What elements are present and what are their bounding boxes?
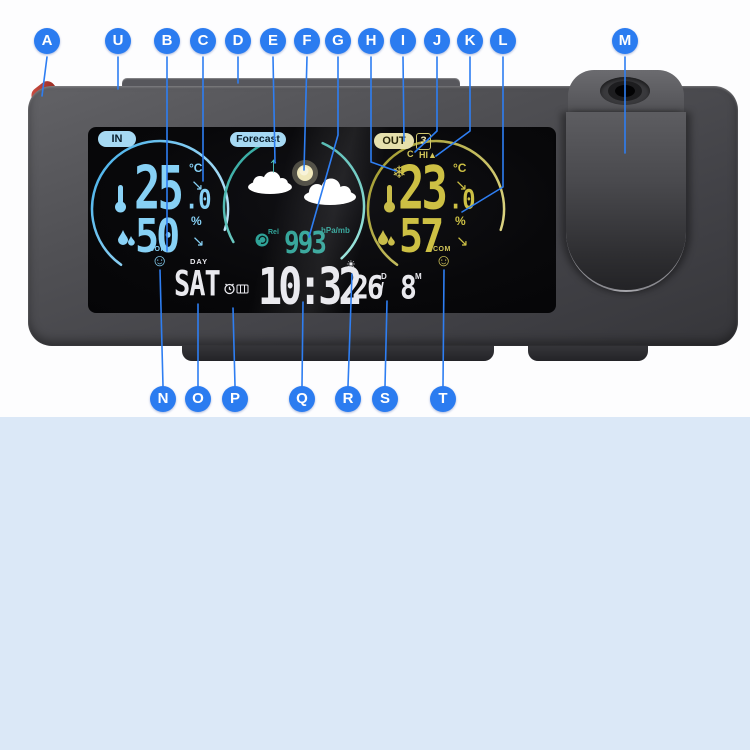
projection-arm: [566, 112, 686, 292]
pressure-unit: hPa/mb: [321, 226, 350, 235]
callout-c: C: [190, 28, 216, 54]
callout-q: Q: [289, 386, 315, 412]
cloud-icon: [304, 178, 356, 205]
indoor-comfort-label: COM: [149, 246, 167, 253]
callout-p: P: [222, 386, 248, 412]
projection-lens-icon: [600, 77, 650, 105]
pressure-rel-label: Rel: [268, 229, 279, 236]
callout-r: R: [335, 386, 361, 412]
auto-backlight-bar-icon: [236, 284, 249, 294]
callout-h: H: [358, 28, 384, 54]
callout-a: A: [34, 28, 60, 54]
outdoor-comfort-label: COM: [433, 246, 451, 253]
callout-m: M: [612, 28, 638, 54]
auto-backlight-icon: ☀: [346, 259, 356, 271]
legend-panel: A:Backlight adjustment knob B:Indoor tem…: [0, 417, 750, 750]
outdoor-section-arc: [366, 139, 506, 279]
indoor-humidity-unit: %: [191, 214, 202, 228]
callout-o: O: [185, 386, 211, 412]
ice-alert-snowflake-icon: ❄: [392, 163, 407, 182]
device-foot-right: [528, 342, 648, 361]
outdoor-humidity-trend-icon: ↘: [456, 233, 469, 250]
outdoor-thermometer-icon: [384, 185, 395, 213]
callout-t: T: [430, 386, 456, 412]
callout-i: I: [390, 28, 416, 54]
indoor-humidity-drops-icon: [118, 230, 135, 246]
date-separator: /: [380, 279, 384, 295]
callout-e: E: [260, 28, 286, 54]
outdoor-badge: OUT: [374, 133, 414, 149]
pressure-rel-icon: [255, 233, 269, 247]
device-foot-left: [182, 342, 494, 361]
month-suffix: M: [415, 272, 422, 281]
day-of-week-value: SAT: [174, 264, 221, 305]
indoor-temperature-value: 25: [134, 154, 184, 224]
indoor-badge: IN: [98, 131, 136, 147]
forecast-section-arc: [222, 135, 366, 279]
outdoor-temperature-value: 23: [398, 154, 448, 224]
indoor-comfort-smiley-icon: ☺: [151, 251, 169, 270]
sun-icon: [292, 160, 318, 186]
outdoor-temperature-decimal: .0: [449, 185, 476, 216]
lcd-screen: IN 25 .0 °C ↘ 50 % ↘ COM ☺ Forecast ↑ Re…: [88, 127, 556, 313]
callout-g: G: [325, 28, 351, 54]
time-value: 10:32: [258, 258, 362, 313]
indoor-thermometer-icon: [115, 185, 126, 213]
outdoor-humidity-unit: %: [455, 214, 466, 228]
lcd-graphics: [90, 135, 506, 295]
indoor-section-arc: [90, 139, 230, 279]
callout-s: S: [372, 386, 398, 412]
month-value: 8: [400, 268, 417, 307]
sensor-channel-number: 3: [416, 133, 431, 150]
callout-j: J: [424, 28, 450, 54]
callout-f: F: [294, 28, 320, 54]
outdoor-temperature-trend-icon: ↘: [455, 177, 468, 194]
pressure-value: 993: [284, 226, 327, 262]
pressure-trend-arrow-icon: ↑: [268, 152, 279, 177]
date-suffix: D: [381, 272, 387, 281]
indoor-temperature-unit: °C: [189, 161, 203, 175]
outdoor-humidity-drops-icon: [378, 230, 395, 246]
indoor-temperature-decimal: .0: [185, 185, 212, 216]
sensor-temperature-alert-label: HI▲: [419, 150, 437, 160]
date-value: 26: [352, 268, 384, 307]
cloud-icon: [248, 171, 292, 194]
callout-u: U: [105, 28, 131, 54]
projection-window: [568, 70, 684, 118]
outdoor-humidity-value: 57: [399, 210, 444, 264]
callout-l: L: [490, 28, 516, 54]
indoor-humidity-value: 50: [135, 210, 180, 264]
outdoor-comfort-smiley-icon: ☺: [435, 251, 453, 270]
callout-d: D: [225, 28, 251, 54]
forecast-badge: Forecast: [230, 132, 286, 147]
alarm-on-icon: [224, 283, 235, 295]
alert-triangle-icon: ▲: [428, 150, 437, 160]
indoor-humidity-trend-icon: ↘: [192, 233, 205, 250]
callout-n: N: [150, 386, 176, 412]
indoor-temperature-trend-icon: ↘: [191, 177, 204, 194]
outdoor-temperature-unit: °C: [453, 161, 467, 175]
sensor-low-battery-icon: C: [407, 149, 414, 159]
day-label: DAY: [190, 257, 209, 266]
callout-k: K: [457, 28, 483, 54]
callout-b: B: [154, 28, 180, 54]
